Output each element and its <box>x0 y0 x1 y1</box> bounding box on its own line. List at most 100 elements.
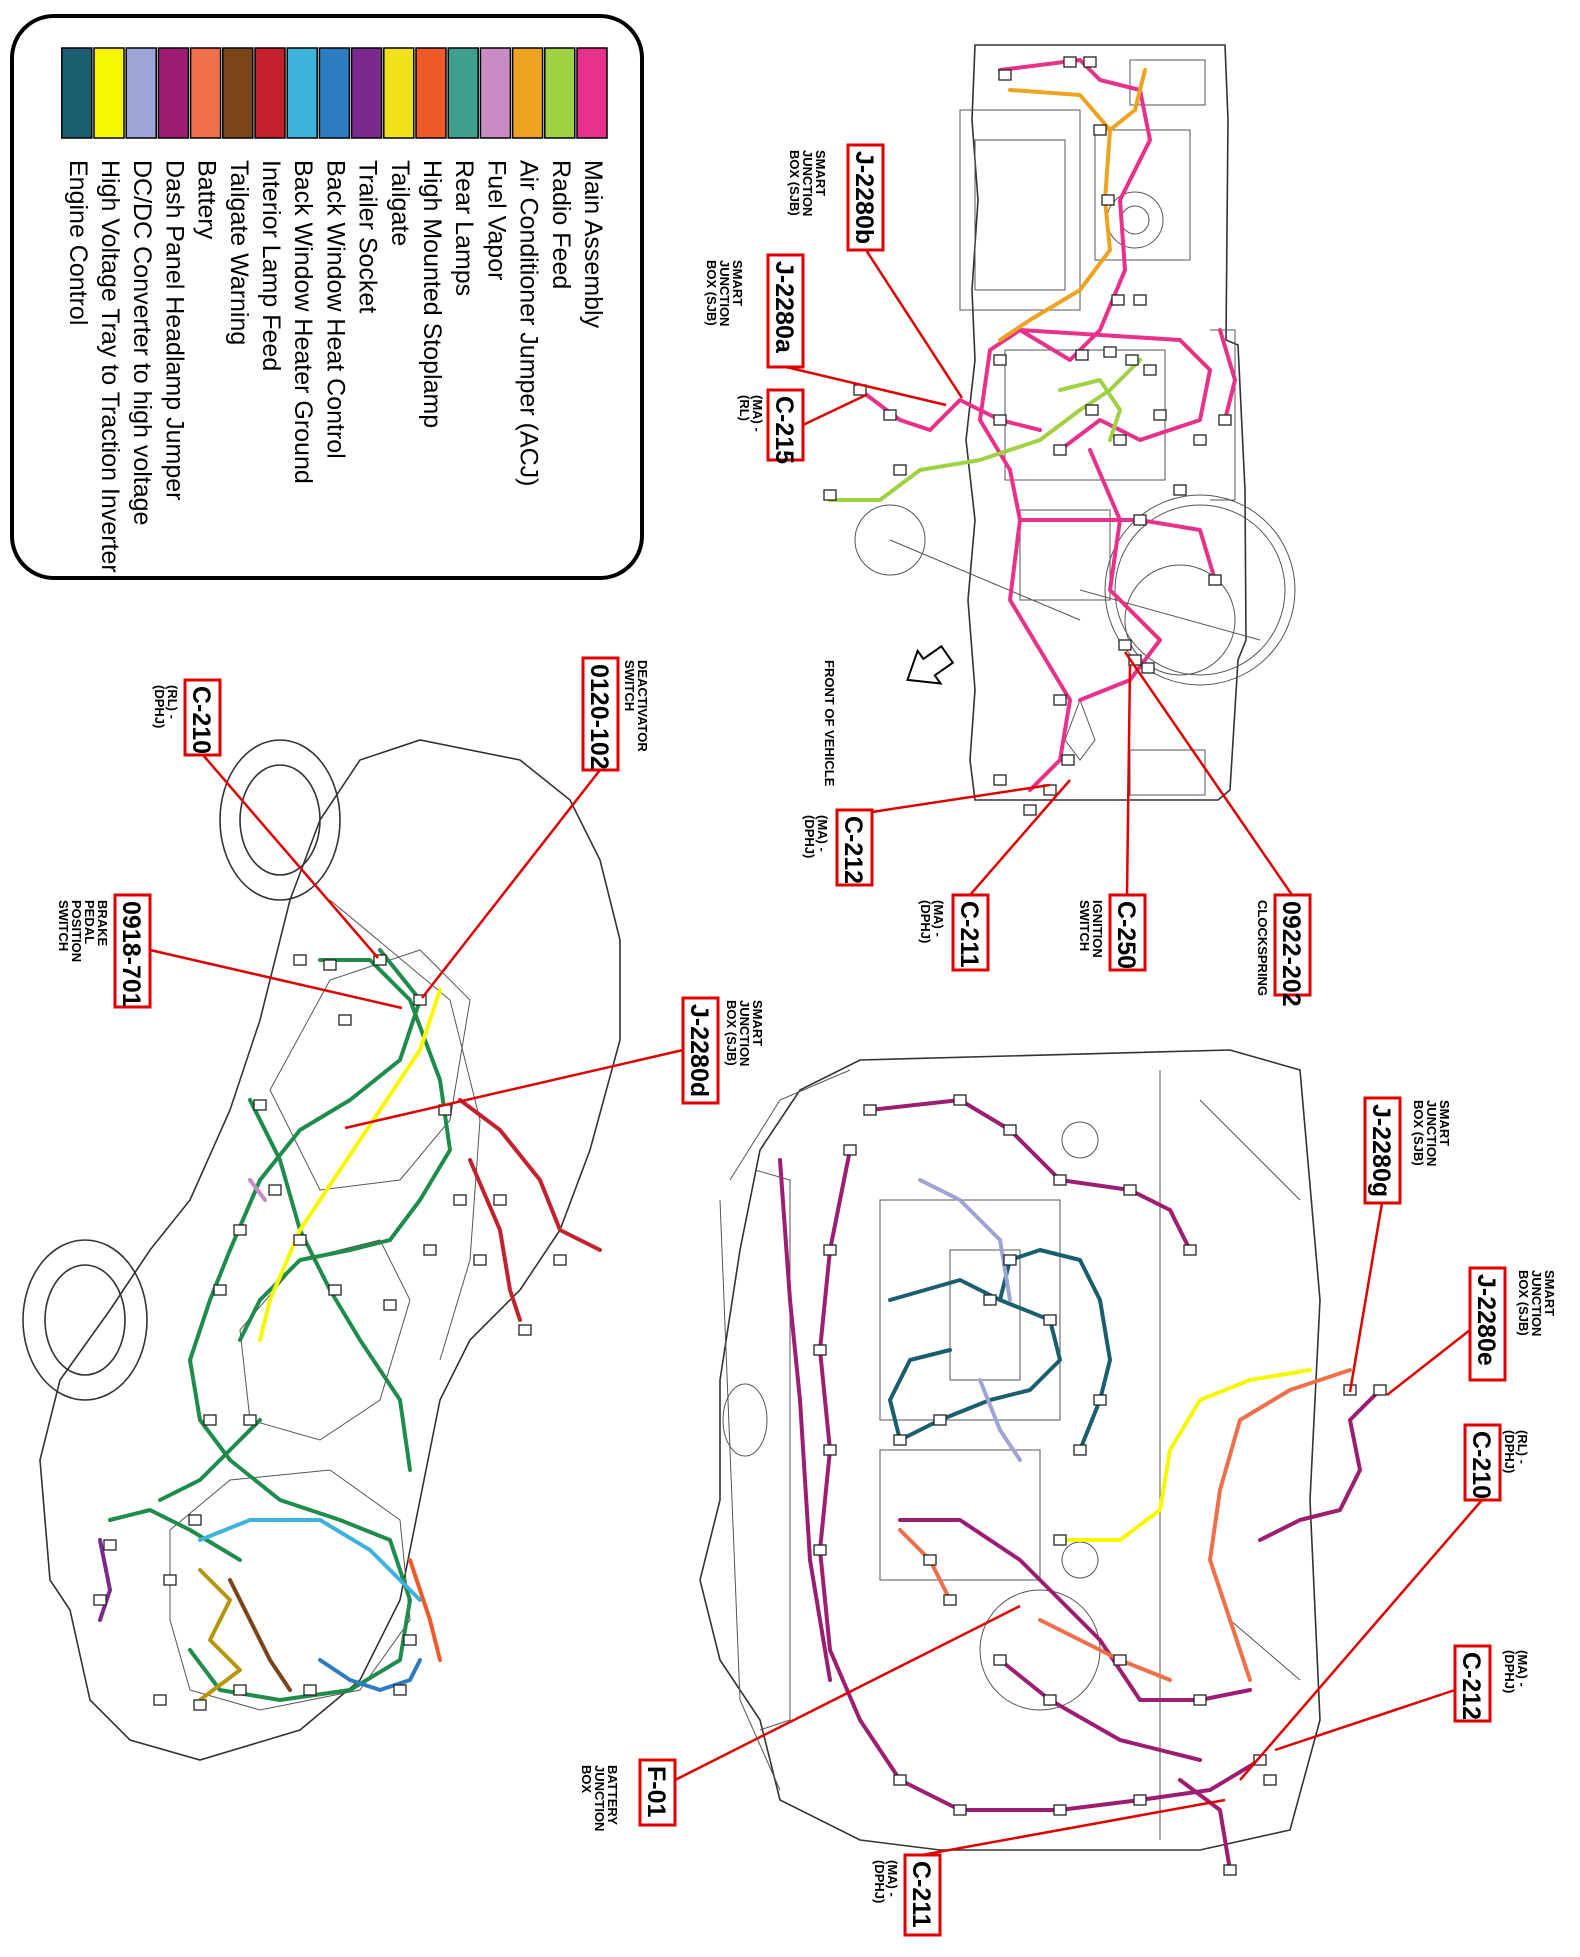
connector-block <box>233 1224 247 1236</box>
legend-label: Interior Lamp Feed <box>257 160 285 371</box>
legend-label: Main Assembly <box>579 160 607 329</box>
connector-block <box>383 1299 397 1311</box>
callout-description-line: (RL) - <box>1515 1430 1530 1464</box>
connector-block <box>1223 1864 1237 1876</box>
connector-block <box>1043 1694 1057 1706</box>
connector-block <box>943 1594 957 1606</box>
connector-block <box>1085 404 1099 416</box>
connector-block <box>328 1284 342 1296</box>
callout-description: SMART JUNCTION BOX (SJB)SMARTJUNCTIONBOX… <box>704 260 745 326</box>
callout-leader <box>674 1604 1021 1782</box>
callout-description-line: SMART <box>1437 1100 1452 1146</box>
connector-block <box>1093 1394 1107 1406</box>
callout-description-line: JUNCTION <box>717 260 732 326</box>
callout-description-line: (MA) - <box>931 900 946 937</box>
connector-block <box>1063 56 1077 68</box>
callout-description: (MA) - (DPHJ)(MA) -(DPHJ) <box>802 815 830 858</box>
connector-block <box>293 1234 307 1246</box>
connector-block <box>1053 694 1067 706</box>
dashboard-view: FRONT OF VEHICLE <box>822 44 1296 816</box>
callout-leader <box>421 769 601 999</box>
callout-code: J-2280b <box>850 151 878 244</box>
connector-block <box>883 409 897 421</box>
connector-block <box>993 774 1007 786</box>
connector-block <box>1183 1244 1197 1256</box>
connector-block <box>1101 194 1115 206</box>
callout-leader <box>202 754 379 959</box>
connector-block <box>153 1694 167 1706</box>
callout-code: C-250 <box>1112 901 1140 969</box>
connector-block <box>1118 639 1132 651</box>
legend-label: Tailgate <box>386 160 414 246</box>
connector-block <box>1073 1444 1087 1456</box>
callout-leader <box>344 1048 684 1130</box>
connector-block <box>893 464 907 476</box>
callout-description-line: DEACTIVATOR <box>635 660 650 752</box>
callout-description-line: PEDAL <box>82 900 97 944</box>
callout-box <box>766 388 805 462</box>
legend-swatch <box>254 47 286 139</box>
callout-box <box>766 253 805 369</box>
callout-description-line: (DPHJ) <box>1502 1430 1517 1473</box>
callout-code: F-01 <box>642 1766 670 1818</box>
callout-leader <box>1239 1499 1483 1781</box>
legend-label: Fuel Vapor <box>482 160 510 280</box>
connector-block <box>1208 574 1222 586</box>
callout-box <box>1453 1644 1492 1723</box>
connector-block <box>1053 1534 1067 1546</box>
callout-leader <box>785 365 947 407</box>
callout-description-line: BOX (SJB) <box>724 1000 739 1066</box>
callout-code: C-211 <box>955 901 983 968</box>
connector-block <box>823 489 837 501</box>
connector-block <box>1093 124 1107 136</box>
callout-box <box>581 656 620 772</box>
legend-label: Back Window Heater Ground <box>289 160 317 484</box>
callout-box <box>951 893 990 972</box>
legend-frame <box>10 14 644 580</box>
callout-box <box>1273 893 1312 997</box>
callout-description: (RL) - (DPHJ)(RL) -(DPHJ) <box>152 685 180 728</box>
callout-box <box>1108 893 1147 972</box>
connector-block <box>1053 444 1067 456</box>
connector-block <box>268 1184 282 1196</box>
connector-block <box>1003 1124 1017 1136</box>
legend-label: Battery <box>193 160 221 240</box>
connector-block <box>1123 1184 1137 1196</box>
callout-code: J-2280e <box>1472 1274 1500 1366</box>
connector-block <box>1023 804 1037 816</box>
callout-leader <box>871 783 1051 814</box>
connector-block <box>243 1414 257 1426</box>
callout-description-line: JUNCTION <box>737 1000 752 1066</box>
connector-block <box>518 1324 532 1336</box>
callout-leader <box>1125 664 1132 896</box>
connector-block <box>1103 346 1117 358</box>
callout-leader <box>921 1798 1226 1857</box>
legend-swatch <box>189 47 222 139</box>
callout-description-line: BOX (SJB) <box>1411 1100 1426 1166</box>
connector-block <box>253 1099 267 1111</box>
connector-block <box>188 1514 202 1526</box>
connector-block <box>93 1594 107 1606</box>
connector-block <box>233 1684 247 1696</box>
connector-block <box>103 1539 117 1551</box>
callout-description: (MA) - (DPHJ)(MA) -(DPHJ) <box>918 900 946 943</box>
callout-description: SMART JUNCTION BOX (SJB)SMARTJUNCTIONBOX… <box>1516 1270 1557 1336</box>
callout-description-line: SMART <box>1542 1270 1557 1316</box>
callout-description: BRAKE PEDAL POSITION SWITCHBRAKEPEDALPOS… <box>56 900 110 962</box>
front-of-vehicle-label: FRONT OF VEHICLE <box>822 660 837 787</box>
callout-code: C-210 <box>187 686 215 754</box>
connector-block <box>1125 354 1139 366</box>
callout-description-line: JUNCTION <box>592 1765 607 1831</box>
legend-swatch <box>350 47 383 139</box>
connector-block <box>213 1284 227 1296</box>
connector-block <box>473 1254 487 1266</box>
legend-label: Dash Panel Headlamp Jumper <box>160 160 188 500</box>
connector-block <box>393 1684 407 1696</box>
connector-block <box>813 1544 827 1556</box>
connector-block <box>998 69 1012 81</box>
connector-block <box>893 1774 907 1786</box>
connector-block <box>293 954 307 966</box>
callout-description-line: SMART <box>750 1000 765 1046</box>
callout-leader <box>1274 1688 1456 1752</box>
connector-block <box>893 1434 907 1446</box>
